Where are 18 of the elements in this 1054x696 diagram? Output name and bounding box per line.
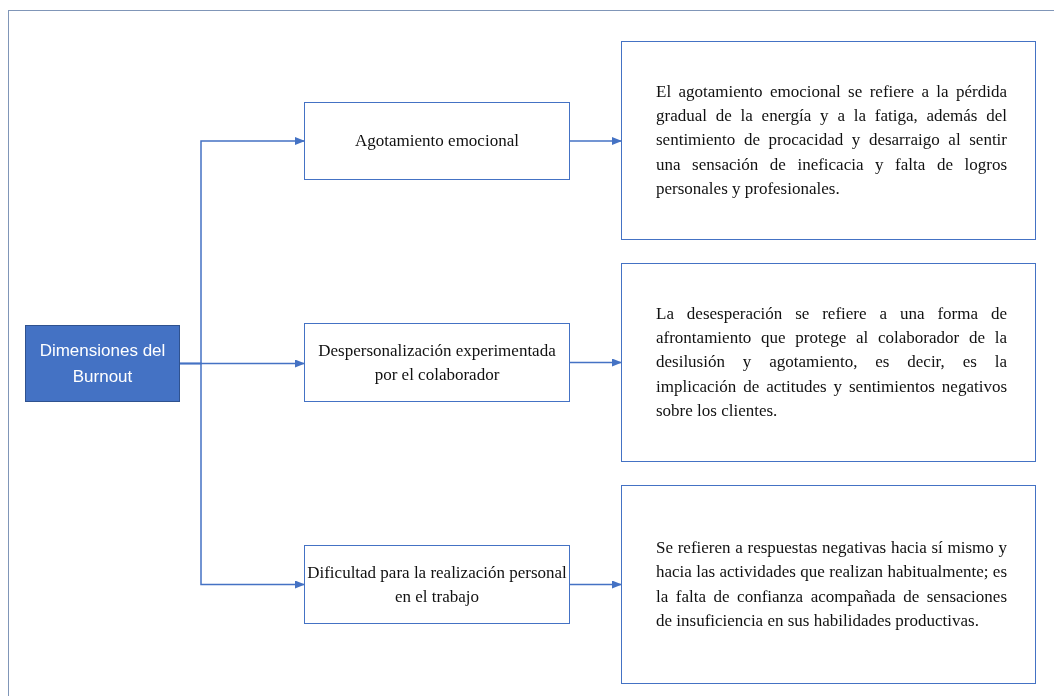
description-box [621, 41, 1036, 240]
box-text: Despersonalización experimentada por el colaborador [317, 339, 557, 386]
box-text: La desesperación se refiere a una forma de afrontamiento que protege al colaborador de la desilusión y agotamiento, es decir, es la implicación de actitudes y sentimientos negativos sobre los clientes. [656, 302, 1007, 422]
box-text: Agotamiento emocional [355, 130, 519, 153]
box-text: Dificultad para la realización personal en el trabajo [306, 561, 568, 608]
box-text: Se refieren a respuestas negativas hacia sí mismo y hacia las actividades que realizan habitualmente; es la falta de confianza acompañada de sensaciones de insuficiencia en sus habilidades productivas. [656, 536, 1007, 632]
arrow [569, 137, 622, 145]
box-text: Dimensiones del Burnout [38, 340, 167, 388]
dimension-box [304, 102, 570, 180]
category-box [25, 325, 180, 402]
dimension-box [304, 323, 570, 402]
dimension-box [304, 545, 570, 624]
arrow [569, 580, 622, 589]
description-box [621, 263, 1036, 462]
arrow [179, 362, 305, 589]
arrow [569, 358, 622, 367]
description-box [621, 485, 1036, 684]
box-text: El agotamiento emocional se refiere a la pérdida gradual de la energía y a la fatiga, además del sentimiento de procacidad y desarraigo al sentir una sensación de ineficacia y falta de logros personales y profesionales. [656, 80, 1007, 200]
